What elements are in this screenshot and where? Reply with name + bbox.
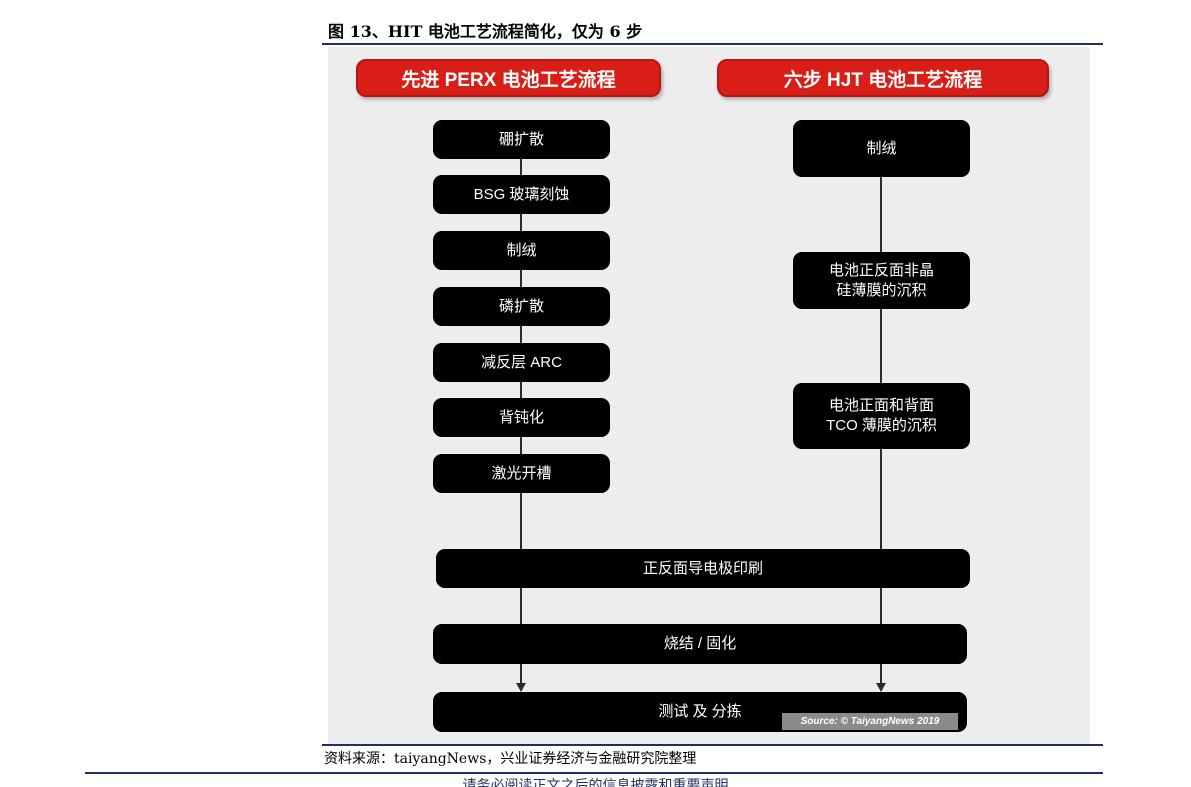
footer-divider [85, 772, 1103, 774]
perx-step-texturing: 制绒 [433, 231, 610, 270]
perx-step-rear-passivation: 背钝化 [433, 398, 610, 437]
source-divider [322, 744, 1103, 746]
footer-note: 请务必阅读正文之后的信息披露和重要声明 [462, 778, 729, 787]
top-divider [322, 43, 1103, 45]
perx-step-arc: 减反层 ARC [433, 343, 610, 382]
shared-step-electrode-printing: 正反面导电极印刷 [436, 549, 970, 588]
figure-source-tag: Source: © TaiyangNews 2019 [782, 713, 958, 730]
hjt-step-tco-deposition: 电池正面和背面 TCO 薄膜的沉积 [793, 383, 970, 449]
hjt-step-amorphous-si-deposition: 电池正反面非晶 硅薄膜的沉积 [793, 252, 970, 309]
source-note: 资料来源：taiyangNews，兴业证券经济与金融研究院整理 [324, 751, 697, 767]
perx-arrow [516, 683, 526, 692]
perx-title: 先进 PERX 电池工艺流程 [356, 59, 661, 97]
shared-step-sintering-curing: 烧结 / 固化 [433, 624, 967, 664]
perx-step-laser-grooving: 激光开槽 [433, 454, 610, 493]
perx-step-boron-diffusion: 硼扩散 [433, 120, 610, 159]
hjt-arrow [876, 683, 886, 692]
figure-caption: 图 13、HIT 电池工艺流程简化，仅为 6 步 [328, 22, 643, 41]
hjt-step-texturing: 制绒 [793, 120, 970, 177]
process-flow-diagram: 先进 PERX 电池工艺流程 六步 HJT 电池工艺流程 硼扩散 BSG 玻璃刻… [328, 47, 1090, 744]
perx-step-bsg-etching: BSG 玻璃刻蚀 [433, 175, 610, 214]
perx-step-phosphorus-diffusion: 磷扩散 [433, 287, 610, 326]
hjt-title: 六步 HJT 电池工艺流程 [717, 59, 1049, 97]
